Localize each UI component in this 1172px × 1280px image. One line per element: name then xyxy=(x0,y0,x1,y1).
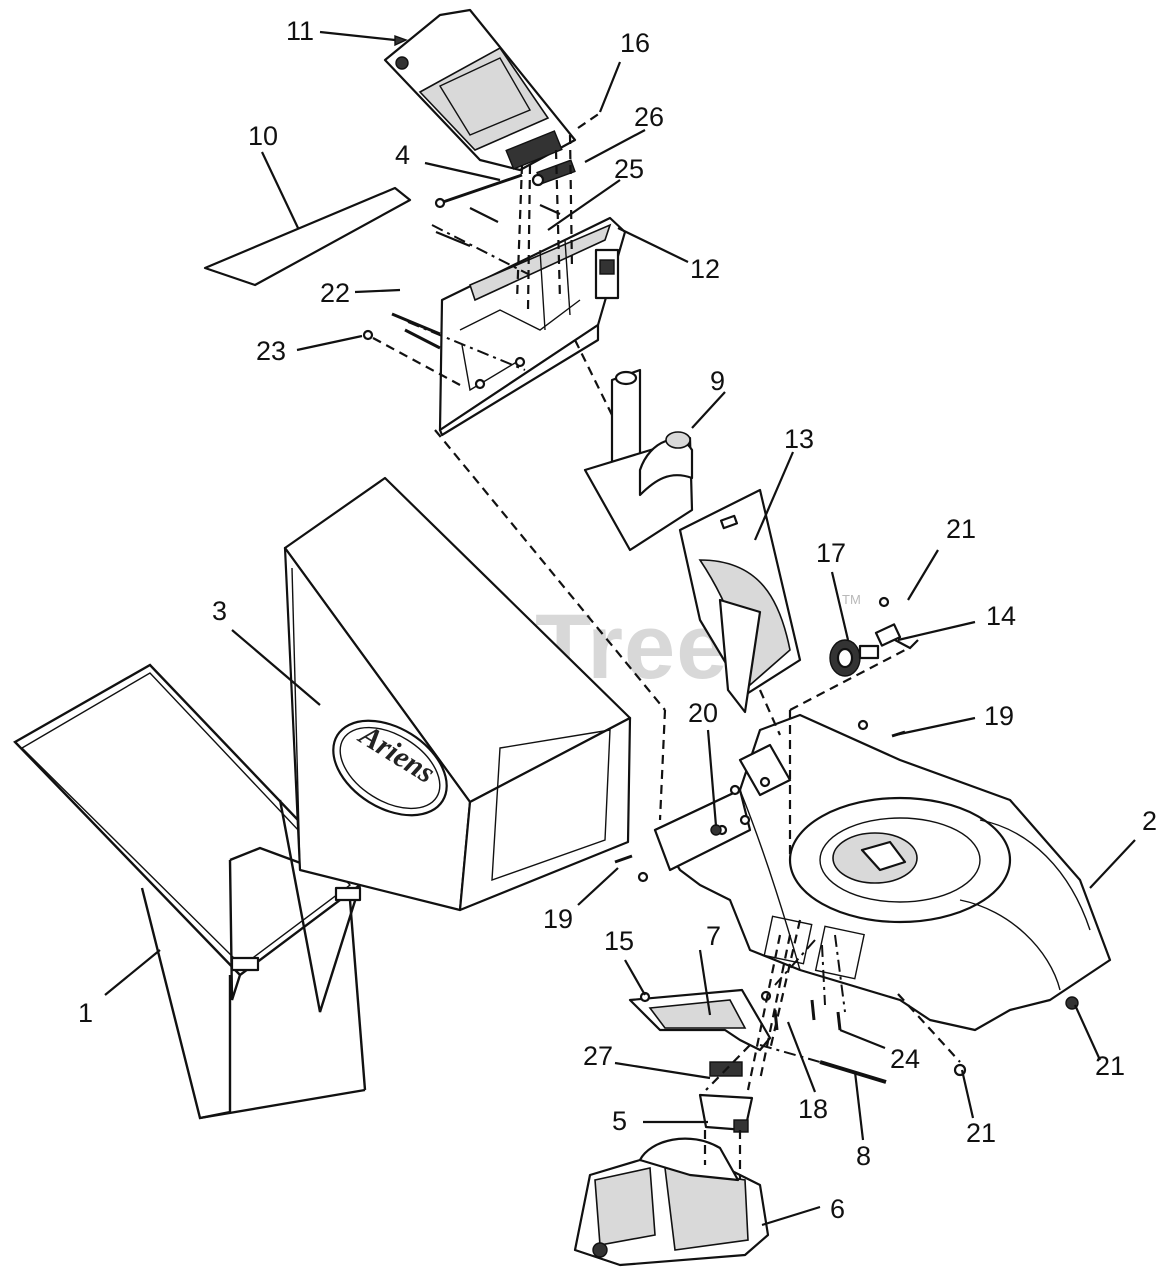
part-4-pin xyxy=(434,173,523,209)
part-8-rod xyxy=(819,1060,887,1084)
callout-7: 7 xyxy=(706,921,721,951)
assembly-lines xyxy=(372,112,961,1180)
callout-11: 11 xyxy=(286,16,314,46)
part-19-bolt-left xyxy=(614,854,649,883)
callout-27: 27 xyxy=(583,1041,613,1071)
callout-25: 25 xyxy=(614,154,644,184)
callout-24: 24 xyxy=(890,1044,920,1074)
callout-16: 16 xyxy=(620,28,650,58)
part-26-spring xyxy=(531,159,576,187)
callout-3: 3 xyxy=(212,596,227,626)
callout-6: 6 xyxy=(830,1194,845,1224)
part-23-bolt xyxy=(362,329,374,341)
part-2-mower-deck xyxy=(653,713,1112,1032)
part-11-rear-door xyxy=(383,8,577,172)
callout-19-left: 19 xyxy=(543,904,573,934)
part-22-bolt xyxy=(391,312,441,350)
callout-8: 8 xyxy=(856,1141,871,1171)
callout-10: 10 xyxy=(248,121,278,151)
part-20-nut xyxy=(710,824,722,836)
callout-9: 9 xyxy=(710,366,725,396)
callout-22: 22 xyxy=(320,278,350,308)
callout-18: 18 xyxy=(798,1094,828,1124)
callout-12: 12 xyxy=(690,254,720,284)
callout-26: 26 xyxy=(634,102,664,132)
callout-21-top: 21 xyxy=(946,514,976,544)
part-25-screws xyxy=(435,203,561,248)
part-17-knob xyxy=(829,639,880,677)
part-5-bracket xyxy=(698,1093,754,1133)
callout-1: 1 xyxy=(78,998,93,1028)
callout-labels: 11 16 26 10 4 25 12 22 23 9 13 21 17 3 1… xyxy=(78,16,1157,1224)
part-3-grass-bag: Ariens xyxy=(283,476,632,912)
callout-4: 4 xyxy=(395,140,410,170)
callout-19-right: 19 xyxy=(984,701,1014,731)
callout-15: 15 xyxy=(604,926,634,956)
callout-5: 5 xyxy=(612,1106,627,1136)
part-14-lever xyxy=(874,596,919,650)
part-10-flap xyxy=(203,186,412,287)
callout-17: 17 xyxy=(816,538,846,568)
part-24-screw xyxy=(836,1011,842,1031)
callout-13: 13 xyxy=(784,424,814,454)
part-9-deflector-support xyxy=(583,368,694,552)
callout-20: 20 xyxy=(688,698,718,728)
callout-14: 14 xyxy=(986,601,1016,631)
part-6-mulch-plug xyxy=(573,1137,770,1267)
callout-21-bottom: 21 xyxy=(966,1118,996,1148)
callout-2: 2 xyxy=(1142,806,1157,836)
part-7-hinge-plate xyxy=(628,988,772,1052)
leader-lines xyxy=(104,30,1136,1227)
part-12-chute-bracket xyxy=(438,216,627,437)
watermark-trademark: TM xyxy=(842,592,861,607)
callout-21-rear: 21 xyxy=(1095,1051,1125,1081)
callout-23: 23 xyxy=(256,336,286,366)
part-13-side-chute xyxy=(678,488,802,714)
